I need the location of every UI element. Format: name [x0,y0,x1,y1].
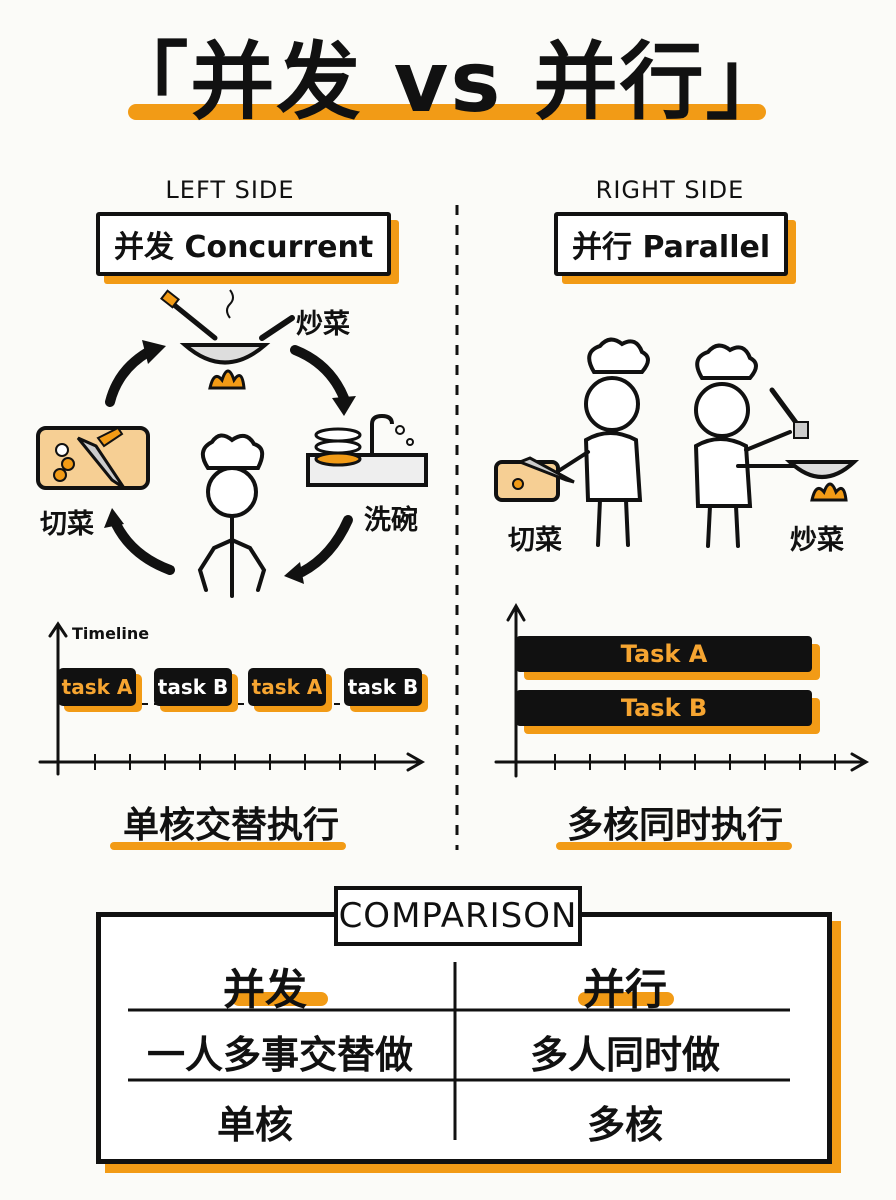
comparison-header-parallel: 并行 [582,965,667,1014]
chef-figure [197,433,267,598]
left-cut-label: 切菜 [40,509,94,540]
page-title: 「并发 vs 并行」 [104,40,791,124]
comparison-cell-r2c2: 多核 [586,1103,663,1147]
comparison-cell-r2c1: 单核 [216,1103,293,1147]
task-chip-1: task A [58,668,136,706]
concurrent-tag: 并发 Concurrent [96,212,392,276]
parallel-tag: 并行 Parallel [554,212,789,276]
header-highlight-right [578,992,674,1006]
sink-icon [306,413,428,487]
comparison-cell-r1c2: 多人同时做 [529,1033,720,1077]
left-cook-label: 炒菜 [296,309,350,340]
right-side-label: RIGHT SIDE [595,176,745,204]
comparison-title: COMPARISON [334,886,582,946]
task-chip-4: task B [344,668,422,706]
chef-figure-right [693,343,796,548]
comparison-cell-r1c1: 一人多事交替做 [146,1033,413,1077]
timeline-label: Timeline [72,624,150,643]
page-title-text: 「并发 vs 并行」 [104,33,792,131]
left-caption-underline [110,842,346,850]
right-caption-underline [556,842,792,850]
task-bar-b: Task B [516,690,812,726]
right-cook-label: 炒菜 [790,525,844,556]
title-area: 「并发 vs 并行」 [0,40,896,124]
wok-icon-right [769,387,860,502]
comparison-header-concurrent: 并发 [222,965,307,1014]
cutting-board-icon-right [494,456,575,502]
task-chip-3: task A [248,668,326,706]
wok-icon [160,289,295,390]
chef-figure-left [558,337,650,547]
cycle-arrows [105,345,353,577]
left-caption: 单核交替执行 [122,805,339,846]
task-chip-2: task B [154,668,232,706]
right-cut-label: 切菜 [508,525,562,556]
left-side-label: LEFT SIDE [165,176,295,204]
right-caption: 多核同时执行 [566,805,783,846]
header-highlight-left [232,992,328,1006]
left-wash-label: 洗碗 [364,505,418,536]
cutting-board-icon [36,426,150,490]
task-bar-a: Task A [516,636,812,672]
